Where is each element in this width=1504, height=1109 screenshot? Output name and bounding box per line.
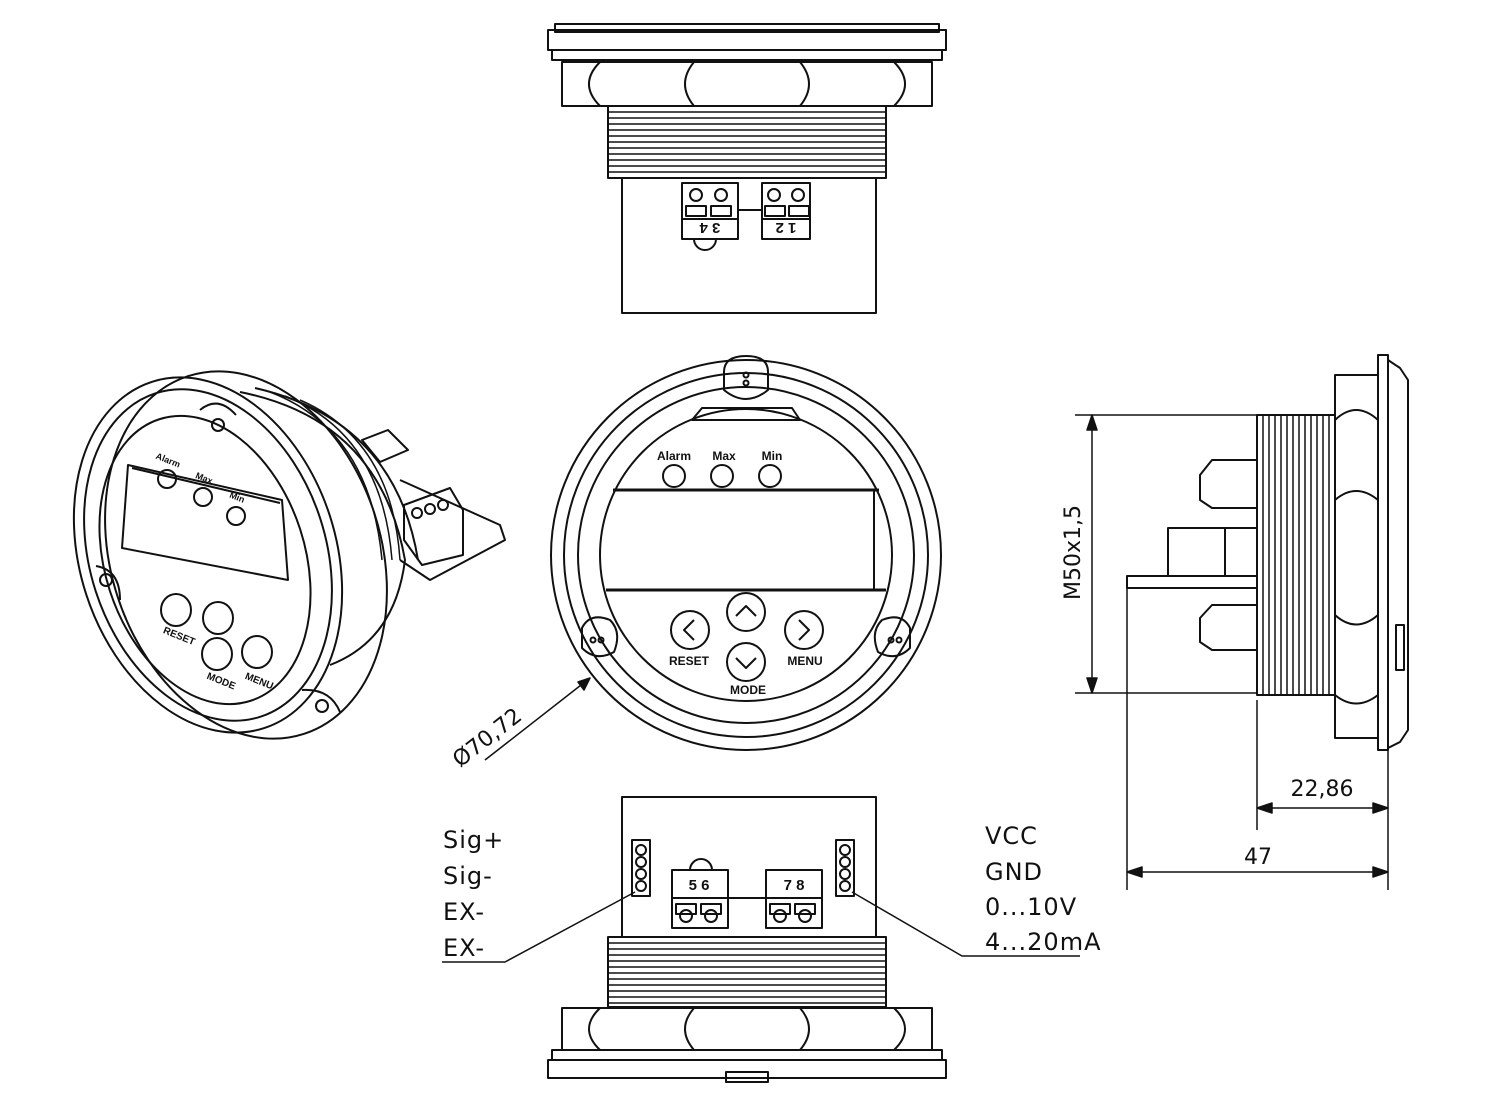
pin-label-ex-minus-1: EX- [443, 898, 485, 926]
dimension-diameter: Ø70,72 [448, 704, 527, 773]
pin-label-gnd: GND [985, 858, 1043, 886]
bottom-terminal-label-a: 5 6 [689, 877, 710, 894]
top-view [547, 23, 947, 314]
pin-label-0-10v: 0...10V [985, 893, 1077, 921]
top-terminal-label-b: 1 2 [776, 219, 797, 236]
dimension-total-depth: 47 [1244, 845, 1272, 870]
pin-label-vcc: VCC [985, 822, 1038, 850]
pin-leaders [442, 891, 1080, 963]
top-terminal-label-a: 3 4 [699, 219, 721, 236]
iso-btn-reset-label: RESET [161, 625, 196, 648]
iso-led-alarm-label: Alarm [154, 451, 181, 470]
front-led-alarm-label: Alarm [657, 449, 691, 463]
dimension-lines [1075, 414, 1389, 890]
isometric-view [72, 370, 506, 740]
bottom-view [547, 796, 947, 1083]
top-thread-lines [608, 111, 886, 173]
pin-label-4-20ma: 4...20mA [985, 928, 1102, 956]
front-btn-mode-label: MODE [730, 683, 766, 697]
pin-label-sig-plus: Sig+ [443, 826, 504, 854]
bottom-terminal-label-b: 7 8 [784, 877, 805, 894]
dimension-thread: M50x1,5 [1061, 505, 1086, 600]
pin-label-sig-minus: Sig- [443, 862, 493, 890]
front-view [550, 355, 942, 751]
front-btn-reset-label: RESET [669, 654, 710, 668]
iso-btn-menu-label: MENU [243, 671, 274, 692]
front-led-max-label: Max [712, 449, 736, 463]
iso-btn-mode-label: MODE [205, 671, 237, 693]
side-view [1126, 354, 1409, 751]
front-btn-menu-label: MENU [787, 654, 822, 668]
dimension-panel-depth: 22,86 [1291, 777, 1354, 802]
pin-label-ex-minus-2: EX- [443, 934, 485, 962]
front-led-min-label: Min [762, 449, 783, 463]
diameter-leader [484, 677, 591, 761]
